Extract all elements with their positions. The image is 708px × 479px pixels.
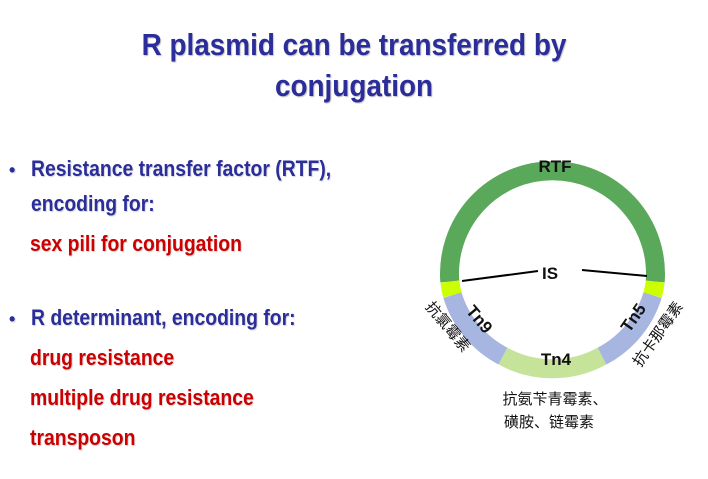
is-label: IS bbox=[542, 264, 558, 283]
is-segment-left bbox=[440, 280, 462, 298]
bullet-list: • Resistance transfer factor (RTF), enco… bbox=[9, 156, 332, 450]
bullet-marker-2: • bbox=[9, 309, 16, 329]
rtf-segment bbox=[440, 161, 665, 283]
title-line-1: R plasmid can be transferred by bbox=[141, 27, 567, 62]
is-pointer-left bbox=[461, 270, 539, 282]
tn5-segment bbox=[597, 292, 662, 365]
r-item-transposon: transposon bbox=[30, 425, 136, 450]
rtf-heading-line-2: encoding for: bbox=[31, 191, 155, 216]
tn4-drug-line-2: 磺胺、链霉素 bbox=[504, 413, 594, 431]
tn4-segment bbox=[498, 347, 607, 379]
tn4-label: Tn4 bbox=[541, 350, 572, 369]
r-item-drug-resistance: drug resistance bbox=[30, 345, 175, 370]
r-determinant-heading: R determinant, encoding for: bbox=[31, 305, 296, 330]
r-item-multiple-drug-resistance: multiple drug resistance bbox=[30, 385, 254, 410]
rtf-label: RTF bbox=[538, 157, 571, 176]
title-line-2: conjugation bbox=[274, 68, 434, 103]
is-pointer-right bbox=[581, 269, 648, 277]
rtf-item-sex-pili: sex pili for conjugation bbox=[30, 231, 242, 256]
rtf-heading-line-1: Resistance transfer factor (RTF), bbox=[31, 156, 332, 181]
slide-title: R plasmid can be transferred by conjugat… bbox=[35, 24, 672, 106]
is-segment-right bbox=[643, 280, 665, 298]
tn4-drug-line-1: 抗氨苄青霉素、 bbox=[502, 390, 607, 408]
tn9-segment bbox=[443, 292, 508, 365]
bullet-marker-1: • bbox=[9, 160, 16, 180]
